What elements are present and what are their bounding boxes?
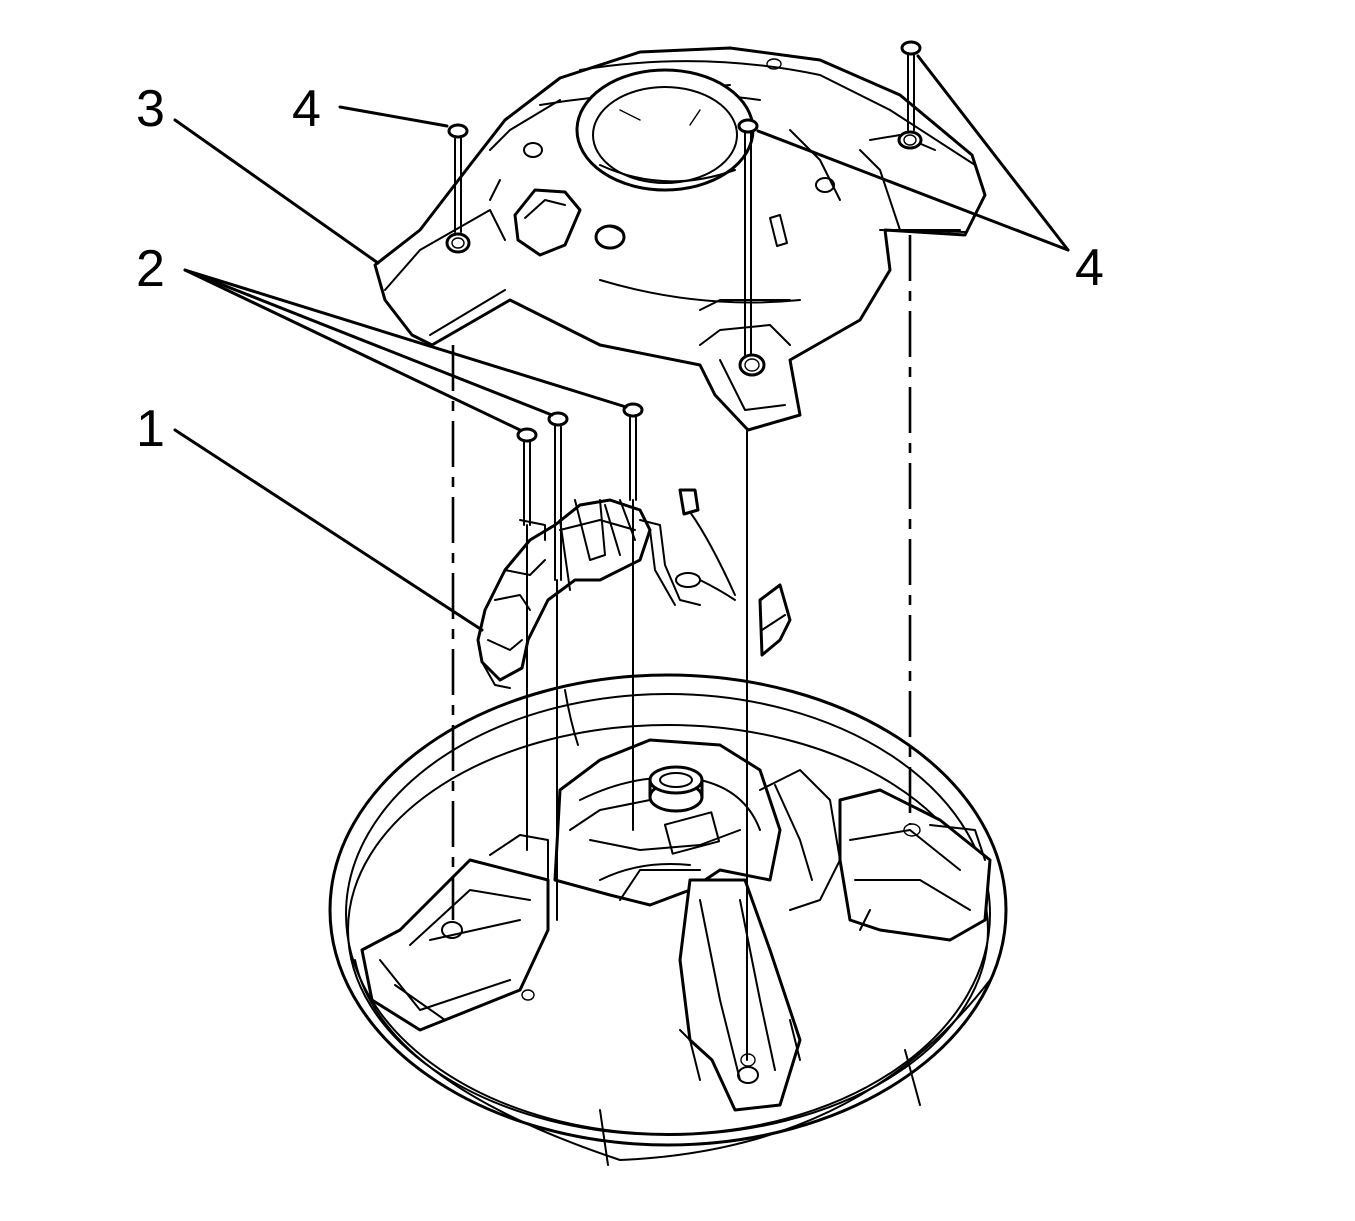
screw-2-c [622, 402, 644, 501]
screw-4-right [900, 40, 922, 131]
alignment-lines [451, 235, 912, 1061]
steering-wheel [328, 673, 1008, 1166]
trim-bezel [373, 46, 987, 432]
callout-2: 2 [136, 240, 165, 298]
callout-4-left: 4 [292, 80, 321, 138]
callout-3: 3 [136, 80, 165, 138]
callout-labels: 3 4 2 1 4 [136, 80, 1104, 458]
switch-assembly [476, 488, 792, 689]
callout-4-right: 4 [1075, 239, 1104, 297]
screw-4-center [737, 118, 759, 356]
screw-2-a [516, 427, 538, 526]
screw-2-b [547, 411, 569, 581]
screw-4-left [447, 123, 469, 233]
callout-1: 1 [136, 400, 165, 458]
screws [447, 40, 922, 581]
leader-lines [173, 54, 1070, 632]
